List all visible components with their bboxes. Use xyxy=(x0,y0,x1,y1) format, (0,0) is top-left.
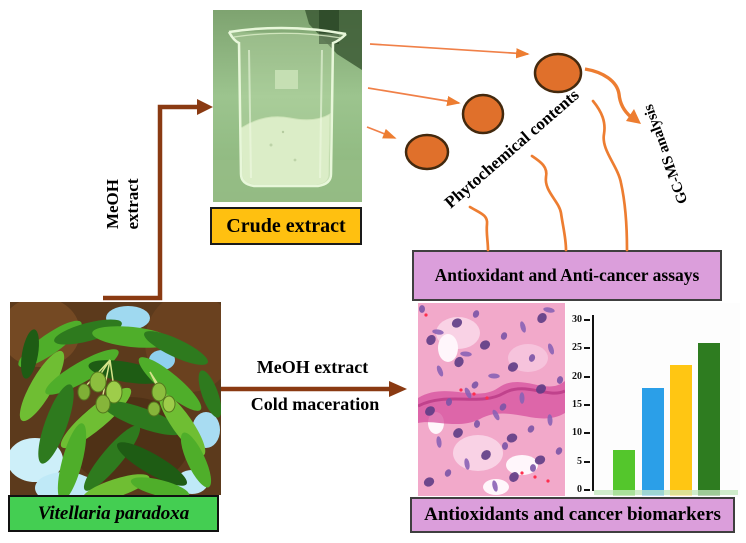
ytick-label-25: 25 xyxy=(572,342,582,354)
meoh-line-2: extract xyxy=(123,178,142,230)
circle-small xyxy=(404,133,450,171)
ytick-label-10: 10 xyxy=(572,427,582,439)
histology-photo xyxy=(418,303,565,496)
phytochemical-contents-label: Phytochemical contents xyxy=(440,85,583,213)
bar-1-value-7 xyxy=(613,450,635,490)
ytick-dash-5 xyxy=(584,460,590,463)
bar-4-reflection xyxy=(698,490,720,496)
bar-chart: 0 5 10 15 20 25 30 xyxy=(566,303,740,497)
bar-4-value-26 xyxy=(698,342,720,490)
cell-nuclei xyxy=(419,305,564,492)
plant-name-label-box: Vitellaria paradoxa xyxy=(8,495,219,532)
crude-extract-label: Crude extract xyxy=(226,214,346,237)
meoh-extract-vertical-label: MeOH extract xyxy=(83,144,163,264)
ytick-label-30: 30 xyxy=(572,314,582,325)
beaker-to-circles-arrows xyxy=(366,43,530,139)
tissue-gap xyxy=(438,334,458,362)
ytick-dash-25 xyxy=(584,347,590,350)
biomarkers-label: Antioxidants and cancer biomarkers xyxy=(424,504,721,525)
crude-extract-photo xyxy=(213,10,362,202)
bar-1-reflection xyxy=(613,490,635,496)
shea-fruits xyxy=(77,371,176,417)
bar-chart-yaxis-line xyxy=(592,315,594,491)
ytick-label-5: 5 xyxy=(577,455,582,467)
crude-extract-label-box: Crude extract xyxy=(210,207,362,245)
cold-maceration-label: Cold maceration xyxy=(250,394,380,414)
meoh-line-1: MeOH xyxy=(102,178,122,230)
biomarkers-box: Antioxidants and cancer biomarkers xyxy=(410,497,735,533)
leaves xyxy=(18,319,221,495)
beaker-label-mark xyxy=(275,70,298,89)
meoh-extract-horizontal-label: MeOH extract xyxy=(256,357,369,377)
assays-box: Antioxidant and Anti-cancer assays xyxy=(412,250,722,301)
bar-2-value-18 xyxy=(642,388,664,490)
ytick-dash-10 xyxy=(584,432,590,435)
ytick-label-0: 0 xyxy=(577,484,582,495)
assays-label: Antioxidant and Anti-cancer assays xyxy=(434,265,700,285)
tissue-band xyxy=(418,381,565,425)
bar-3-value-22 xyxy=(670,365,692,490)
circle-medium xyxy=(461,93,505,135)
ytick-dash-20 xyxy=(584,375,590,378)
bar-3-reflection xyxy=(670,490,692,496)
ytick-label-20: 20 xyxy=(572,370,582,382)
beaker-glass xyxy=(227,31,347,188)
ytick-dash-0 xyxy=(584,489,590,491)
bar-chart-baseline-strip xyxy=(594,490,738,495)
ytick-dash-15 xyxy=(584,404,590,406)
plant-name-label: Vitellaria paradoxa xyxy=(37,502,190,524)
bar-2-reflection xyxy=(642,490,664,496)
ytick-dash-30 xyxy=(584,319,590,321)
vitellaria-paradoxa-photo xyxy=(10,302,221,495)
gcms-analysis-label: GC-MS analysis xyxy=(640,102,691,207)
ytick-label-15: 15 xyxy=(572,399,582,410)
